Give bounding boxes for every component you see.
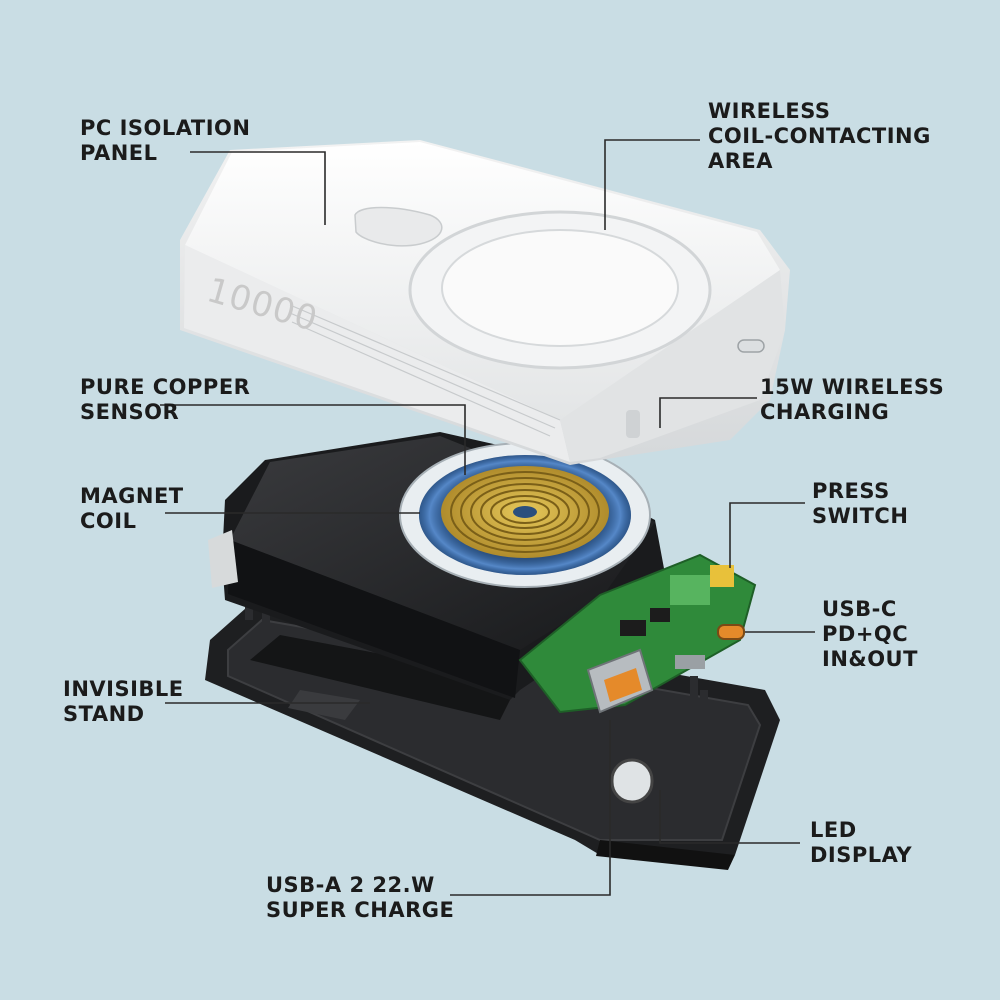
callout-led-display: LED DISPLAY [810, 818, 912, 868]
callout-line: SUPER CHARGE [266, 898, 455, 922]
circuit-board [518, 553, 757, 714]
callout-pc-isolation-panel: PC ISOLATION PANEL [80, 116, 250, 166]
callout-line: 15W WIRELESS [760, 375, 945, 399]
callout-line: LED [810, 818, 857, 842]
leader-15w [659, 397, 757, 428]
callout-line: PD+QC [822, 622, 909, 646]
top-shell [180, 140, 790, 465]
callout-magnet-coil: MAGNET COIL [80, 484, 184, 534]
callout-pure-copper-sensor: PURE COPPER SENSOR [80, 375, 250, 425]
callout-line: CHARGING [760, 400, 890, 424]
callout-line: PANEL [80, 141, 158, 165]
callout-line: USB-A 2 22.W [266, 873, 435, 897]
callout-line: PRESS [812, 479, 890, 503]
callout-invisible-stand: INVISIBLE STAND [63, 677, 184, 727]
callout-press-switch: PRESS SWITCH [812, 479, 908, 529]
leader-copper-sensor [160, 404, 466, 475]
leader-lines [160, 139, 815, 896]
callout-line: AREA [708, 149, 774, 173]
callout-line: COIL-CONTACTING [708, 124, 931, 148]
callout-line: SWITCH [812, 504, 909, 528]
callout-line: IN&OUT [822, 647, 918, 671]
callout-line: PURE COPPER [80, 375, 251, 399]
callout-line: STAND [63, 702, 145, 726]
leader-led [659, 790, 800, 844]
callout-line: SENSOR [80, 400, 180, 424]
callout-line: USB-C [822, 597, 897, 621]
callout-line: PC ISOLATION [80, 116, 251, 140]
callout-usb-a-super-charge: USB-A 2 22.W SUPER CHARGE [266, 873, 454, 923]
callout-line: DISPLAY [810, 843, 913, 867]
bottom-frame [205, 596, 780, 870]
leader-pc-isolation [190, 151, 326, 225]
magnet-coil [399, 442, 651, 588]
callout-line: COIL [80, 509, 137, 533]
leader-wireless-coil [604, 139, 700, 230]
callout-line: MAGNET [80, 484, 184, 508]
leader-usb-a [450, 720, 611, 896]
callout-line: INVISIBLE [63, 677, 184, 701]
callout-wireless-coil-contacting-area: WIRELESS COIL-CONTACTING AREA [708, 99, 931, 174]
callout-line: WIRELESS [708, 99, 831, 123]
leader-press [729, 502, 805, 568]
callout-15w-wireless-charging: 15W WIRELESS CHARGING [760, 375, 944, 425]
callout-usb-c-pd-qc: USB-C PD+QC IN&OUT [822, 597, 918, 672]
